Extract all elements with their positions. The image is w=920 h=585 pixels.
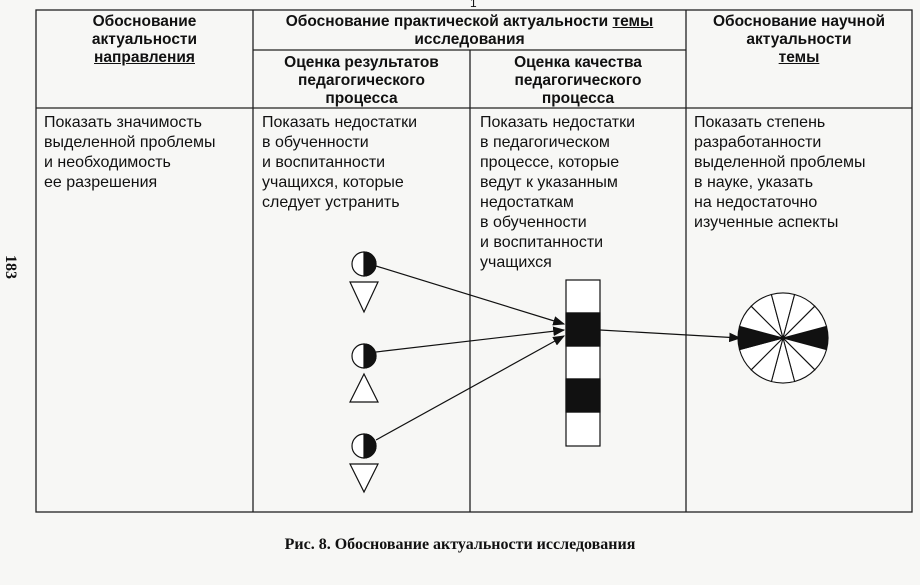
body-col3-line: Показать недостатки — [480, 114, 636, 131]
body-col3: Показать недостатки в педагогическом про… — [480, 113, 635, 273]
header-col4: Обоснование научной актуальности темы — [686, 13, 912, 67]
person-figure-1 — [349, 251, 379, 314]
person-figure-2 — [349, 343, 379, 403]
science-wheel — [737, 292, 829, 384]
header-middle-underlined: темы — [612, 13, 654, 30]
header-col2: Оценка результатов педагогического проце… — [253, 54, 470, 108]
body-col2-line: в обученности — [262, 134, 369, 151]
header-col3-line2: педагогического — [514, 72, 642, 89]
body-col4-line: разработанности — [694, 134, 822, 151]
page-number: 183 — [2, 255, 19, 279]
header-col1-line1: Обоснование — [92, 13, 197, 30]
body-col1-line: и необходимость — [44, 154, 171, 171]
body-col2-line: и воспитанности — [262, 154, 386, 171]
header-col4-line2: актуальности — [746, 31, 852, 48]
body-col4: Показать степень разработанности выделен… — [694, 113, 866, 233]
header-col3-line1: Оценка качества — [514, 54, 642, 71]
process-bar — [565, 279, 601, 447]
header-col2-line1: Оценка результатов — [284, 54, 439, 71]
header-middle-line2: исследования — [414, 31, 525, 48]
header-col3: Оценка качества педагогического процесса — [470, 54, 686, 108]
header-col2-line3: процесса — [325, 90, 398, 107]
body-col1-line: Показать значимость — [44, 114, 203, 131]
header-col2-line2: педагогического — [298, 72, 425, 89]
body-col1-line: выделенной проблемы — [44, 134, 216, 151]
body-col4-line: Показать степень — [694, 114, 826, 131]
body-col2: Показать недостатки в обученности и восп… — [262, 113, 417, 213]
top-mark: 1 — [470, 0, 477, 10]
body-col4-line: в науке, указать — [694, 174, 814, 191]
table-grid — [35, 9, 913, 513]
body-col3-line: и воспитанности — [480, 234, 604, 251]
body-col4-line: изученные аспекты — [694, 214, 839, 231]
header-middle: Обоснование практической актуальности те… — [253, 13, 686, 49]
body-col3-line: процессе, которые — [480, 154, 620, 171]
body-col3-line: недостаткам — [480, 194, 574, 211]
header-col4-line1: Обоснование научной — [712, 13, 886, 30]
body-col2-line: учащихся, которые — [262, 174, 404, 191]
header-col4-line3: темы — [778, 49, 820, 66]
body-col3-line: в педагогическом — [480, 134, 610, 151]
person-figure-3 — [349, 433, 379, 494]
header-col1-line3: направления — [94, 49, 195, 66]
body-col4-line: выделенной проблемы — [694, 154, 866, 171]
header-middle-prefix: Обоснование практической актуальности — [285, 13, 613, 30]
body-col1-line: ее разрешения — [44, 174, 158, 191]
body-col3-line: учащихся — [480, 254, 552, 271]
header-col3-line3: процесса — [541, 90, 615, 107]
header-col1: Обоснование актуальности направления — [36, 13, 253, 67]
body-col2-line: Показать недостатки — [262, 114, 418, 131]
body-col3-line: в обученности — [480, 214, 587, 231]
header-middle-line1: Обоснование практической актуальности те… — [253, 13, 686, 31]
body-col1: Показать значимость выделенной проблемы … — [44, 113, 216, 193]
body-col3-line: ведут к указанным — [480, 174, 618, 191]
arrows-to-bar — [375, 265, 742, 441]
wheel-sector — [781, 305, 828, 340]
body-col2-line: следует устранить — [262, 194, 400, 211]
body-col4-line: на недостаточно — [694, 194, 818, 211]
figure-caption: Рис. 8. Обоснование актуальности исследо… — [284, 536, 636, 553]
header-col1-line2: актуальности — [91, 31, 198, 48]
